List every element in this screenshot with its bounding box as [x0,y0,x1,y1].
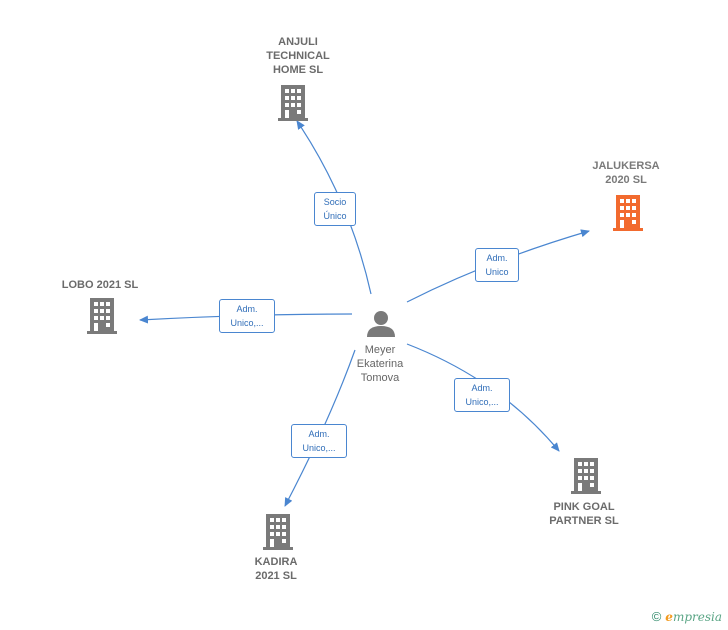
edge-label-anjuli[interactable]: Socio Único [314,192,356,226]
footer-brand: © empresia [652,609,722,624]
person-name[interactable]: Meyer Ekaterina Tomova [356,344,404,384]
brand-logo: empresia [665,609,722,624]
edge-label-jalukersa[interactable]: Adm. Unico [475,248,519,282]
building-icon-jalukersa[interactable] [613,195,643,231]
building-icon-kadira[interactable] [263,514,293,550]
edge-label-pink[interactable]: Adm. Unico,... [454,378,510,412]
person-icon[interactable] [367,311,395,337]
company-label-anjuli[interactable]: ANJULI TECHNICAL HOME SL [266,36,330,76]
edge-label-kadira[interactable]: Adm. Unico,... [291,424,347,458]
building-icon-lobo[interactable] [87,298,117,334]
company-label-lobo[interactable]: LOBO 2021 SL [61,279,139,291]
company-label-pink[interactable]: PINK GOAL PARTNER SL [549,501,619,527]
edge-label-lobo[interactable]: Adm. Unico,... [219,299,275,333]
building-icon-pink[interactable] [571,458,601,494]
company-label-kadira[interactable]: KADIRA 2021 SL [254,556,298,582]
company-label-jalukersa[interactable]: JALUKERSA 2020 SL [592,160,660,186]
building-icon-anjuli[interactable] [278,85,308,121]
copyright-icon: © [651,609,662,624]
